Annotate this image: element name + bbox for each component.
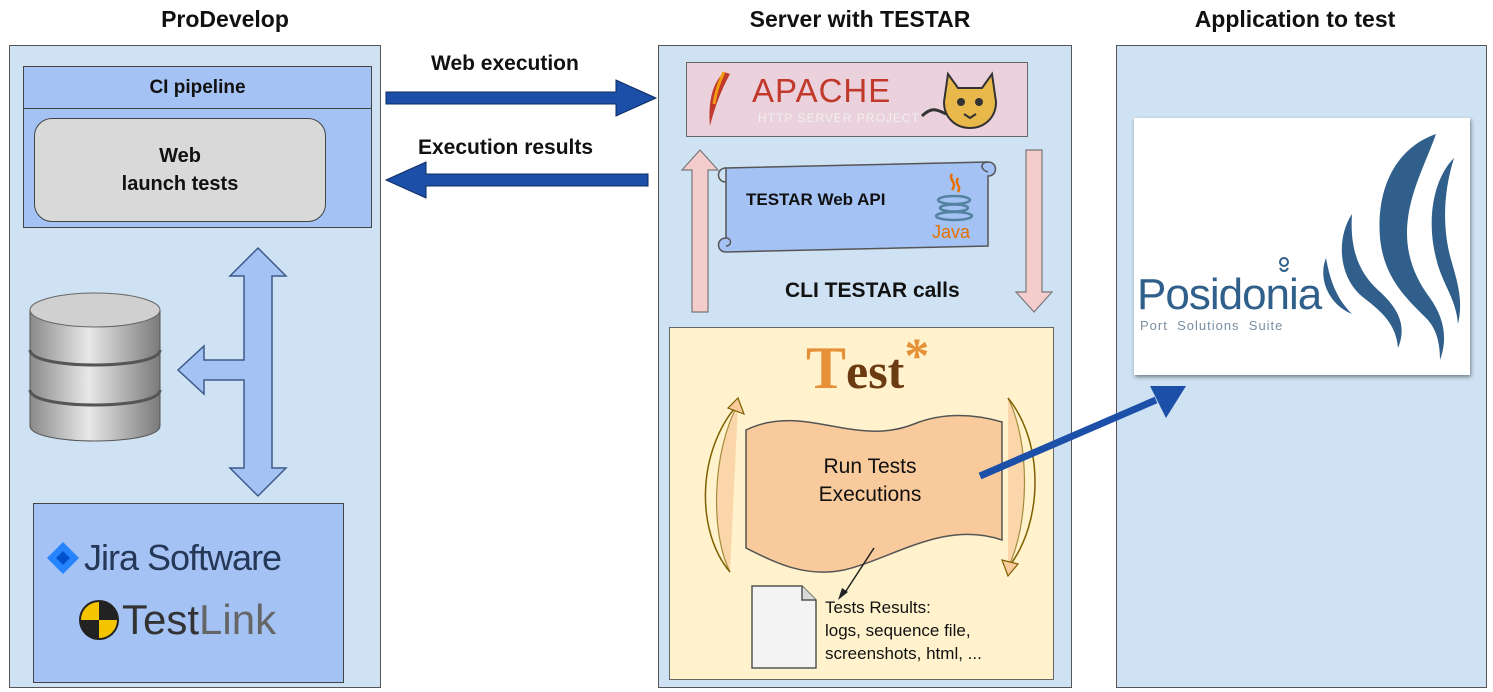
test-logo-star: * [904, 327, 930, 383]
web-execution-label: Web execution [431, 52, 579, 75]
cli-testar-calls-label: CLI TESTAR calls [785, 279, 960, 302]
test-logo-t: T [806, 335, 847, 401]
integration-branch-arrow [176, 246, 288, 498]
web-execution-arrow[interactable] [384, 78, 660, 118]
cycle-arrows [704, 396, 1036, 578]
results-document-icon [751, 585, 817, 669]
posidonia-tagline: Port Solutions Suite [1140, 318, 1284, 333]
column-title-server: Server with TESTAR [749, 6, 971, 32]
tomcat-icon [920, 71, 998, 130]
execution-results-label: Execution results [418, 136, 594, 159]
downward-pink-arrow [1014, 149, 1054, 313]
web-launch-line1: Web [159, 145, 201, 167]
posidonia-wave-icon [1323, 134, 1461, 360]
java-cup-icon [934, 173, 974, 222]
testar-web-api-label: TESTAR Web API [746, 190, 886, 209]
apache-name: APACHE [752, 72, 892, 109]
results-pointer [838, 547, 875, 600]
column-title-prodevelop: ProDevelop [161, 6, 289, 32]
run-tests-executions-label: Run Tests Executions [780, 453, 960, 509]
posidonia-name: Posidonia [1137, 270, 1322, 319]
web-launch-tests-button[interactable]: Web launch tests [34, 118, 326, 222]
apache-feather-icon [709, 71, 730, 126]
run-tests-line2: Executions [818, 483, 922, 506]
run-tests-line1: Run Tests [823, 455, 917, 478]
run-tests-shape [745, 414, 1003, 573]
test-logo-rest: est [846, 343, 905, 399]
jira-diamond-icon [47, 542, 79, 574]
testlink-icon [79, 600, 119, 640]
tests-results-line1: Tests Results: [825, 598, 931, 617]
execution-results-arrow[interactable] [382, 160, 652, 200]
database-icon [28, 292, 162, 442]
run-to-application-arrow [978, 386, 1186, 480]
testar-web-api-scroll [717, 161, 997, 253]
jira-logo: Jira Software [46, 536, 282, 580]
ci-pipeline-header: CI pipeline [24, 67, 371, 109]
testlink-label-link: Link [199, 596, 277, 643]
java-label: Java [932, 222, 971, 242]
posidonia-small-mark-icon [1279, 257, 1289, 272]
tests-results-line3: screenshots, html, ... [825, 644, 982, 663]
column-title-application: Application to test [1194, 6, 1396, 32]
jira-label: Jira Software [84, 537, 282, 578]
web-launch-line2: launch tests [121, 173, 239, 195]
upward-pink-arrow [680, 149, 720, 313]
testlink-label-test: Test [122, 596, 200, 643]
tests-results-text: Tests Results: logs, sequence file, scre… [825, 596, 982, 665]
tools-box [33, 503, 344, 683]
tests-results-line2: logs, sequence file, [825, 621, 971, 640]
test-logo: Test* [806, 327, 929, 410]
apache-subtitle: HTTP SERVER PROJECT [758, 111, 920, 125]
